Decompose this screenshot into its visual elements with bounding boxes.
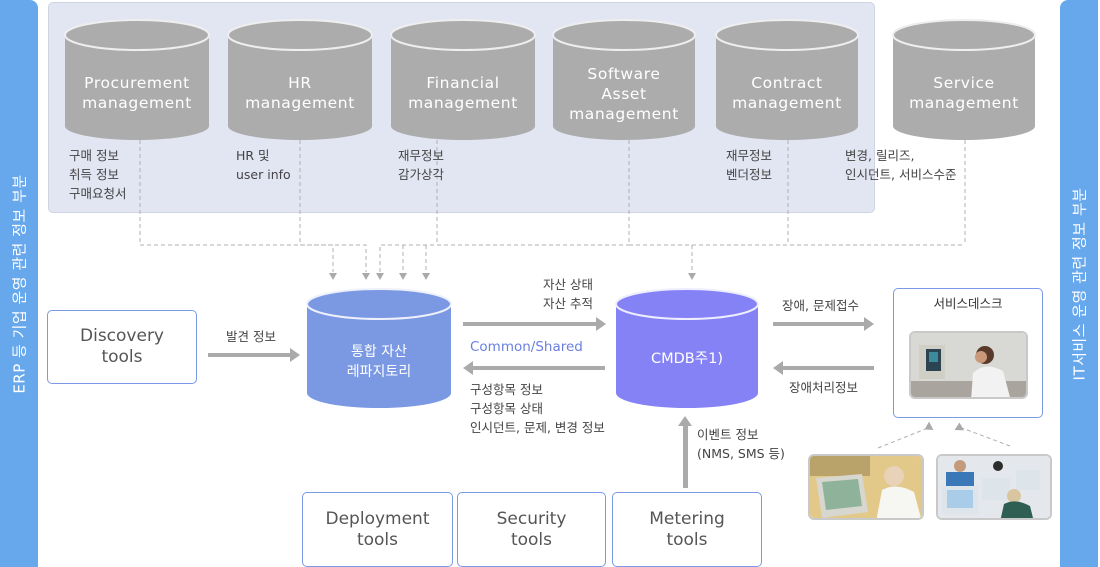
label-line: management: [245, 94, 355, 112]
arrowhead: [954, 422, 964, 431]
label-line: Security: [496, 508, 567, 529]
training-room-image: [938, 456, 1050, 518]
service-label: Service management: [893, 73, 1035, 113]
metering-tools-box[interactable]: Metering tools: [612, 492, 762, 567]
label-line: Service: [933, 74, 995, 92]
deployment-tools-box[interactable]: Deployment tools: [302, 492, 453, 567]
label-line: Discovery: [80, 326, 164, 346]
hr-label: HR management: [228, 73, 372, 113]
label-line: tools: [666, 529, 708, 550]
label-line: Deployment: [325, 508, 430, 529]
label-line: 구성항목 상태: [470, 401, 543, 416]
info-line: 인시던트, 서비스수준: [845, 167, 957, 182]
info-line: user info: [236, 167, 291, 182]
info-line: 재무정보: [726, 148, 773, 163]
cylinder-repository: [306, 288, 452, 408]
label-line: 자산 상태: [543, 277, 593, 292]
cylinder-contract: [715, 19, 859, 140]
label-line: Software: [587, 65, 661, 83]
cylinder-software-asset: [552, 19, 696, 140]
info-line: 변경, 릴리즈,: [845, 148, 915, 163]
label-line: 인시던트, 문제, 변경 정보: [470, 420, 605, 435]
label-line: Procurement: [84, 74, 190, 92]
label-line: 이벤트 정보: [697, 427, 759, 442]
incident-resolution-label: 장애처리정보: [789, 380, 859, 395]
info-line: 취득 정보: [69, 167, 119, 182]
info-line: 감가상각: [398, 167, 445, 182]
cylinder-cmdb: [615, 288, 759, 408]
arrow-cmdb-to-desk: [773, 317, 874, 331]
technician-photo: [808, 454, 924, 520]
info-line: 구매 정보: [69, 148, 119, 163]
asset-status-label: 자산 상태 자산 추적: [543, 275, 593, 313]
hr-info: HR 및 user info: [236, 146, 291, 184]
cylinder-financial: [390, 19, 536, 140]
discovery-info-label: 발견 정보: [226, 329, 276, 344]
repository-label: 통합 자산 레파지토리: [307, 342, 451, 382]
service-desk-box[interactable]: 서비스데스크: [893, 288, 1043, 418]
arrow-metering-to-cmdb: [678, 416, 692, 488]
label-line: 자산 추적: [543, 296, 593, 311]
photo-to-desk-connectors: [877, 427, 1011, 449]
info-line: 벤더정보: [726, 167, 773, 182]
label-line: management: [909, 94, 1019, 112]
label-line: 레파지토리: [346, 364, 412, 380]
arrowhead: [924, 421, 934, 430]
cylinder-service: [892, 19, 1036, 140]
event-info-label: 이벤트 정보 (NMS, SMS 등): [697, 425, 785, 463]
label-line: Metering: [649, 508, 725, 529]
financial-label: Financial management: [391, 73, 535, 113]
dashed-connectors: [139, 140, 966, 272]
cmdb-label: CMDB주1): [651, 351, 723, 367]
service-info: 변경, 릴리즈, 인시던트, 서비스수준: [845, 146, 956, 184]
metering-tools-label: Metering tools: [649, 509, 725, 551]
label-line: Asset: [601, 85, 647, 103]
discovery-tools-box[interactable]: Discovery tools: [47, 310, 197, 384]
technician-image: [810, 456, 922, 518]
cylinder-hr: [227, 19, 373, 140]
label-line: Contract: [751, 74, 823, 92]
incident-intake-label: 장애, 문제접수: [782, 298, 859, 313]
label-line: HR: [288, 74, 312, 92]
label-line: 구성항목 정보: [470, 382, 543, 397]
financial-info: 재무정보 감가상각: [398, 146, 444, 184]
contract-label: Contract management: [716, 73, 858, 113]
security-tools-label: Security tools: [497, 509, 567, 551]
arrow-repo-to-cmdb: [463, 317, 606, 331]
label-line: (NMS, SMS 등): [697, 446, 785, 461]
label-line: tools: [101, 347, 143, 367]
label-line: management: [82, 94, 192, 112]
service-desk-title: 서비스데스크: [933, 296, 1003, 311]
agent-at-computer-image: [911, 333, 1026, 397]
training-room-photo: [936, 454, 1052, 520]
arrow-discovery-to-repo: [208, 348, 300, 362]
label-line: tools: [356, 529, 399, 550]
ci-info-label: 구성항목 정보 구성항목 상태 인시던트, 문제, 변경 정보: [470, 380, 605, 437]
label-line: management: [732, 94, 842, 112]
info-line: HR 및: [236, 148, 270, 163]
info-line: 재무정보: [398, 148, 445, 163]
it-service-sidebar: IT서비스 운영 관련 정보 부분: [1060, 0, 1098, 567]
discovery-tools-label: Discovery tools: [80, 326, 164, 368]
label-line: 통합 자산: [351, 344, 407, 360]
procurement-label: Procurement management: [65, 73, 209, 113]
arrow-desk-to-cmdb: [773, 361, 874, 375]
erp-sidebar: ERP 등 기업 운영 관련 정보 부분: [0, 0, 38, 567]
contract-info: 재무정보 벤더정보: [726, 146, 772, 184]
security-tools-box[interactable]: Security tools: [457, 492, 606, 567]
service-desk-photo: [909, 331, 1028, 399]
arrow-cmdb-to-repo: [463, 361, 605, 375]
dashed-arrowheads: [329, 273, 696, 280]
info-line: 구매요청서: [69, 186, 127, 201]
common-shared-label: Common/Shared: [470, 339, 583, 355]
label-line: management: [408, 94, 518, 112]
cylinder-procurement: [64, 19, 210, 140]
software-asset-label: Software Asset management: [553, 64, 695, 124]
label-line: Financial: [426, 74, 500, 92]
label-line: management: [569, 105, 679, 123]
procurement-info: 구매 정보 취득 정보 구매요청서: [69, 146, 127, 203]
deployment-tools-label: Deployment tools: [326, 509, 430, 551]
label-line: tools: [510, 529, 553, 550]
